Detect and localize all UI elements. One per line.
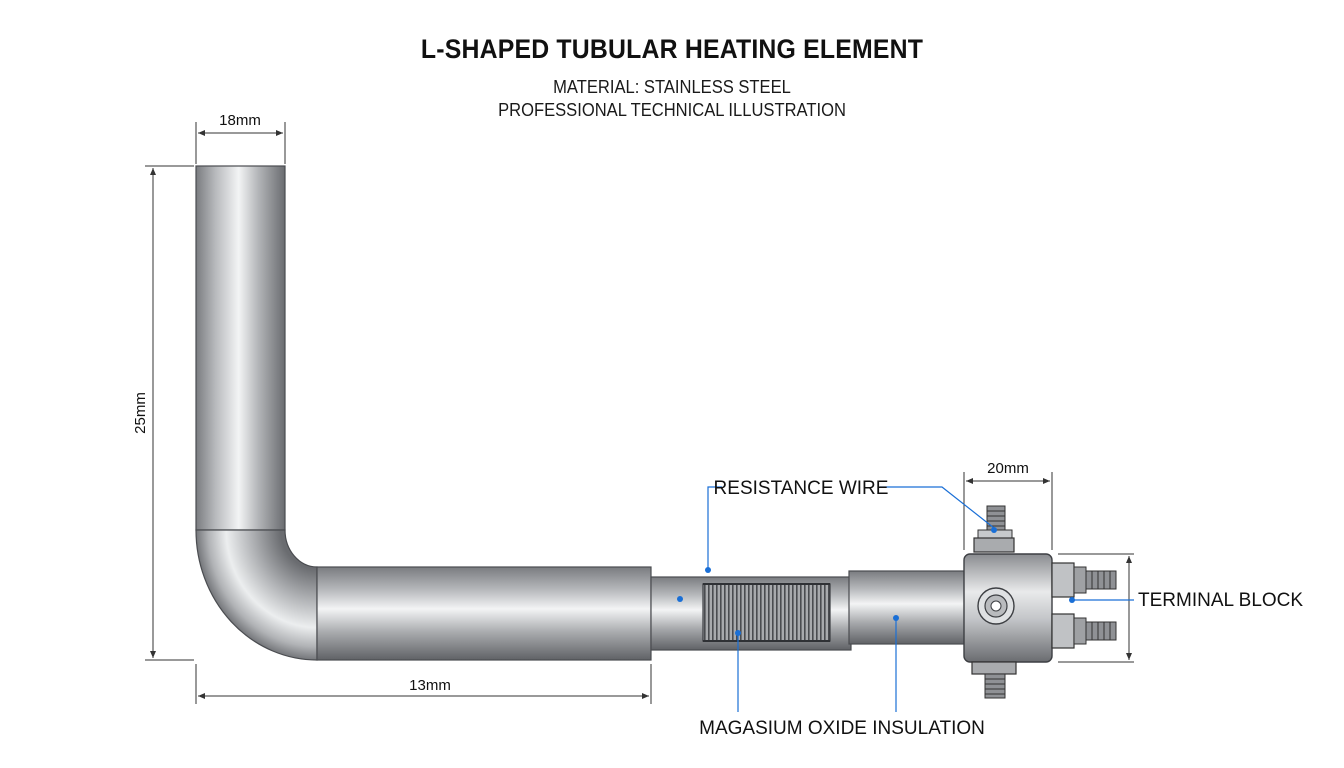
page-title: L-SHAPED TUBULAR HEATING ELEMENT [420,34,924,64]
dimension-vertical-height [145,165,194,661]
center-bolt-icon [977,587,1015,625]
material-subtitle: MATERIAL: STAINLESS STEEL [553,77,791,97]
callout-resistance-wire: RESISTANCE WIRE [714,478,889,499]
leader-insulation [737,618,897,712]
terminal-block [963,505,1117,699]
tube-body [195,165,652,661]
leader-dot-coil [735,630,741,636]
dim-label-vertical-height: 25mm [132,392,149,434]
dimension-top-width [195,122,286,164]
leader-dot-tube [677,596,683,602]
leader-dot-terminal [1069,597,1075,603]
bottom-stud-icon [971,661,1017,699]
leader-resistance-wire [707,486,995,570]
right-upper-stud-icon [1051,562,1117,598]
leader-dot-sleeve [893,615,899,621]
dimension-horizontal-length [195,664,652,704]
dim-label-top-width: 18mm [219,112,261,129]
dim-label-terminal-width: 20mm [987,460,1029,477]
leader-dot-wire [705,567,711,573]
dim-label-horizontal-length: 13mm [409,677,451,694]
caption-subtitle: PROFESSIONAL TECHNICAL ILLUSTRATION [498,100,846,120]
callout-terminal-block: TERMINAL BLOCK [1138,590,1303,611]
insulation-sleeve [848,570,968,645]
right-lower-stud-icon [1051,613,1117,649]
callout-insulation: MAGASIUM OXIDE INSULATION [699,718,985,739]
resistance-wire-section [650,576,852,651]
dimension-terminal-width [963,472,1053,550]
dimension-terminal-height [1058,553,1134,663]
top-stud-icon [973,505,1015,553]
